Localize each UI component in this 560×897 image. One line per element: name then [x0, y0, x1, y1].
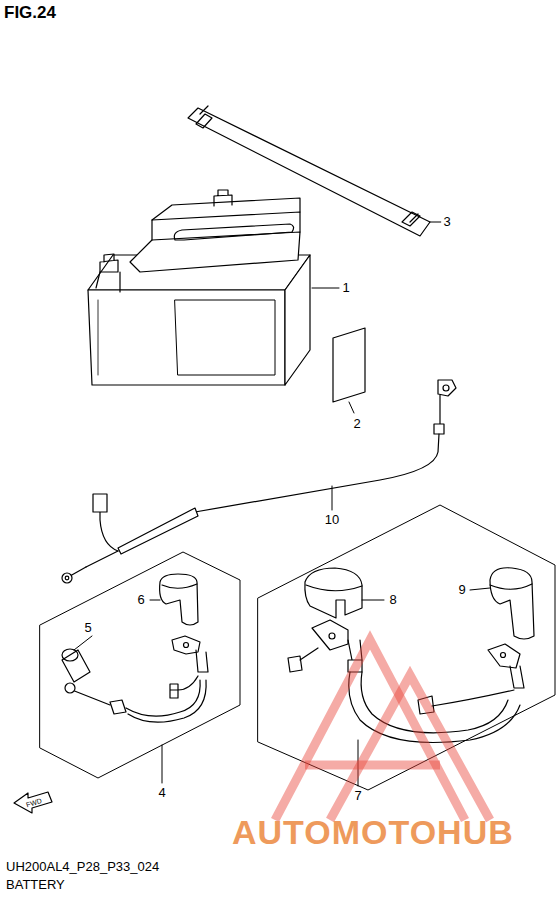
figure-caption: BATTERY [4, 878, 67, 892]
callout-number: 1 [340, 281, 351, 295]
forward-arrow [14, 792, 52, 813]
battery [88, 190, 339, 385]
callout-number: 3 [441, 215, 452, 229]
group-outline [40, 552, 240, 783]
callout-number: 2 [351, 417, 362, 431]
watermark-logo [275, 640, 490, 820]
battery-cable [62, 380, 456, 583]
callout-number: 4 [156, 786, 167, 800]
callout-number: 6 [135, 593, 146, 607]
callout-number: 8 [387, 593, 398, 607]
group-outline [258, 505, 555, 790]
callout-number: 10 [323, 513, 341, 527]
callout-number: 9 [456, 583, 467, 597]
watermark: AUTOMOTOHUB [232, 814, 514, 851]
figure-title: FIG.24 [4, 4, 56, 23]
callout-number: 5 [82, 621, 93, 635]
figure-code: UH200AL4_P28_P33_024 [4, 860, 161, 874]
callout-number: 7 [352, 789, 363, 803]
battery-pad [333, 328, 365, 413]
